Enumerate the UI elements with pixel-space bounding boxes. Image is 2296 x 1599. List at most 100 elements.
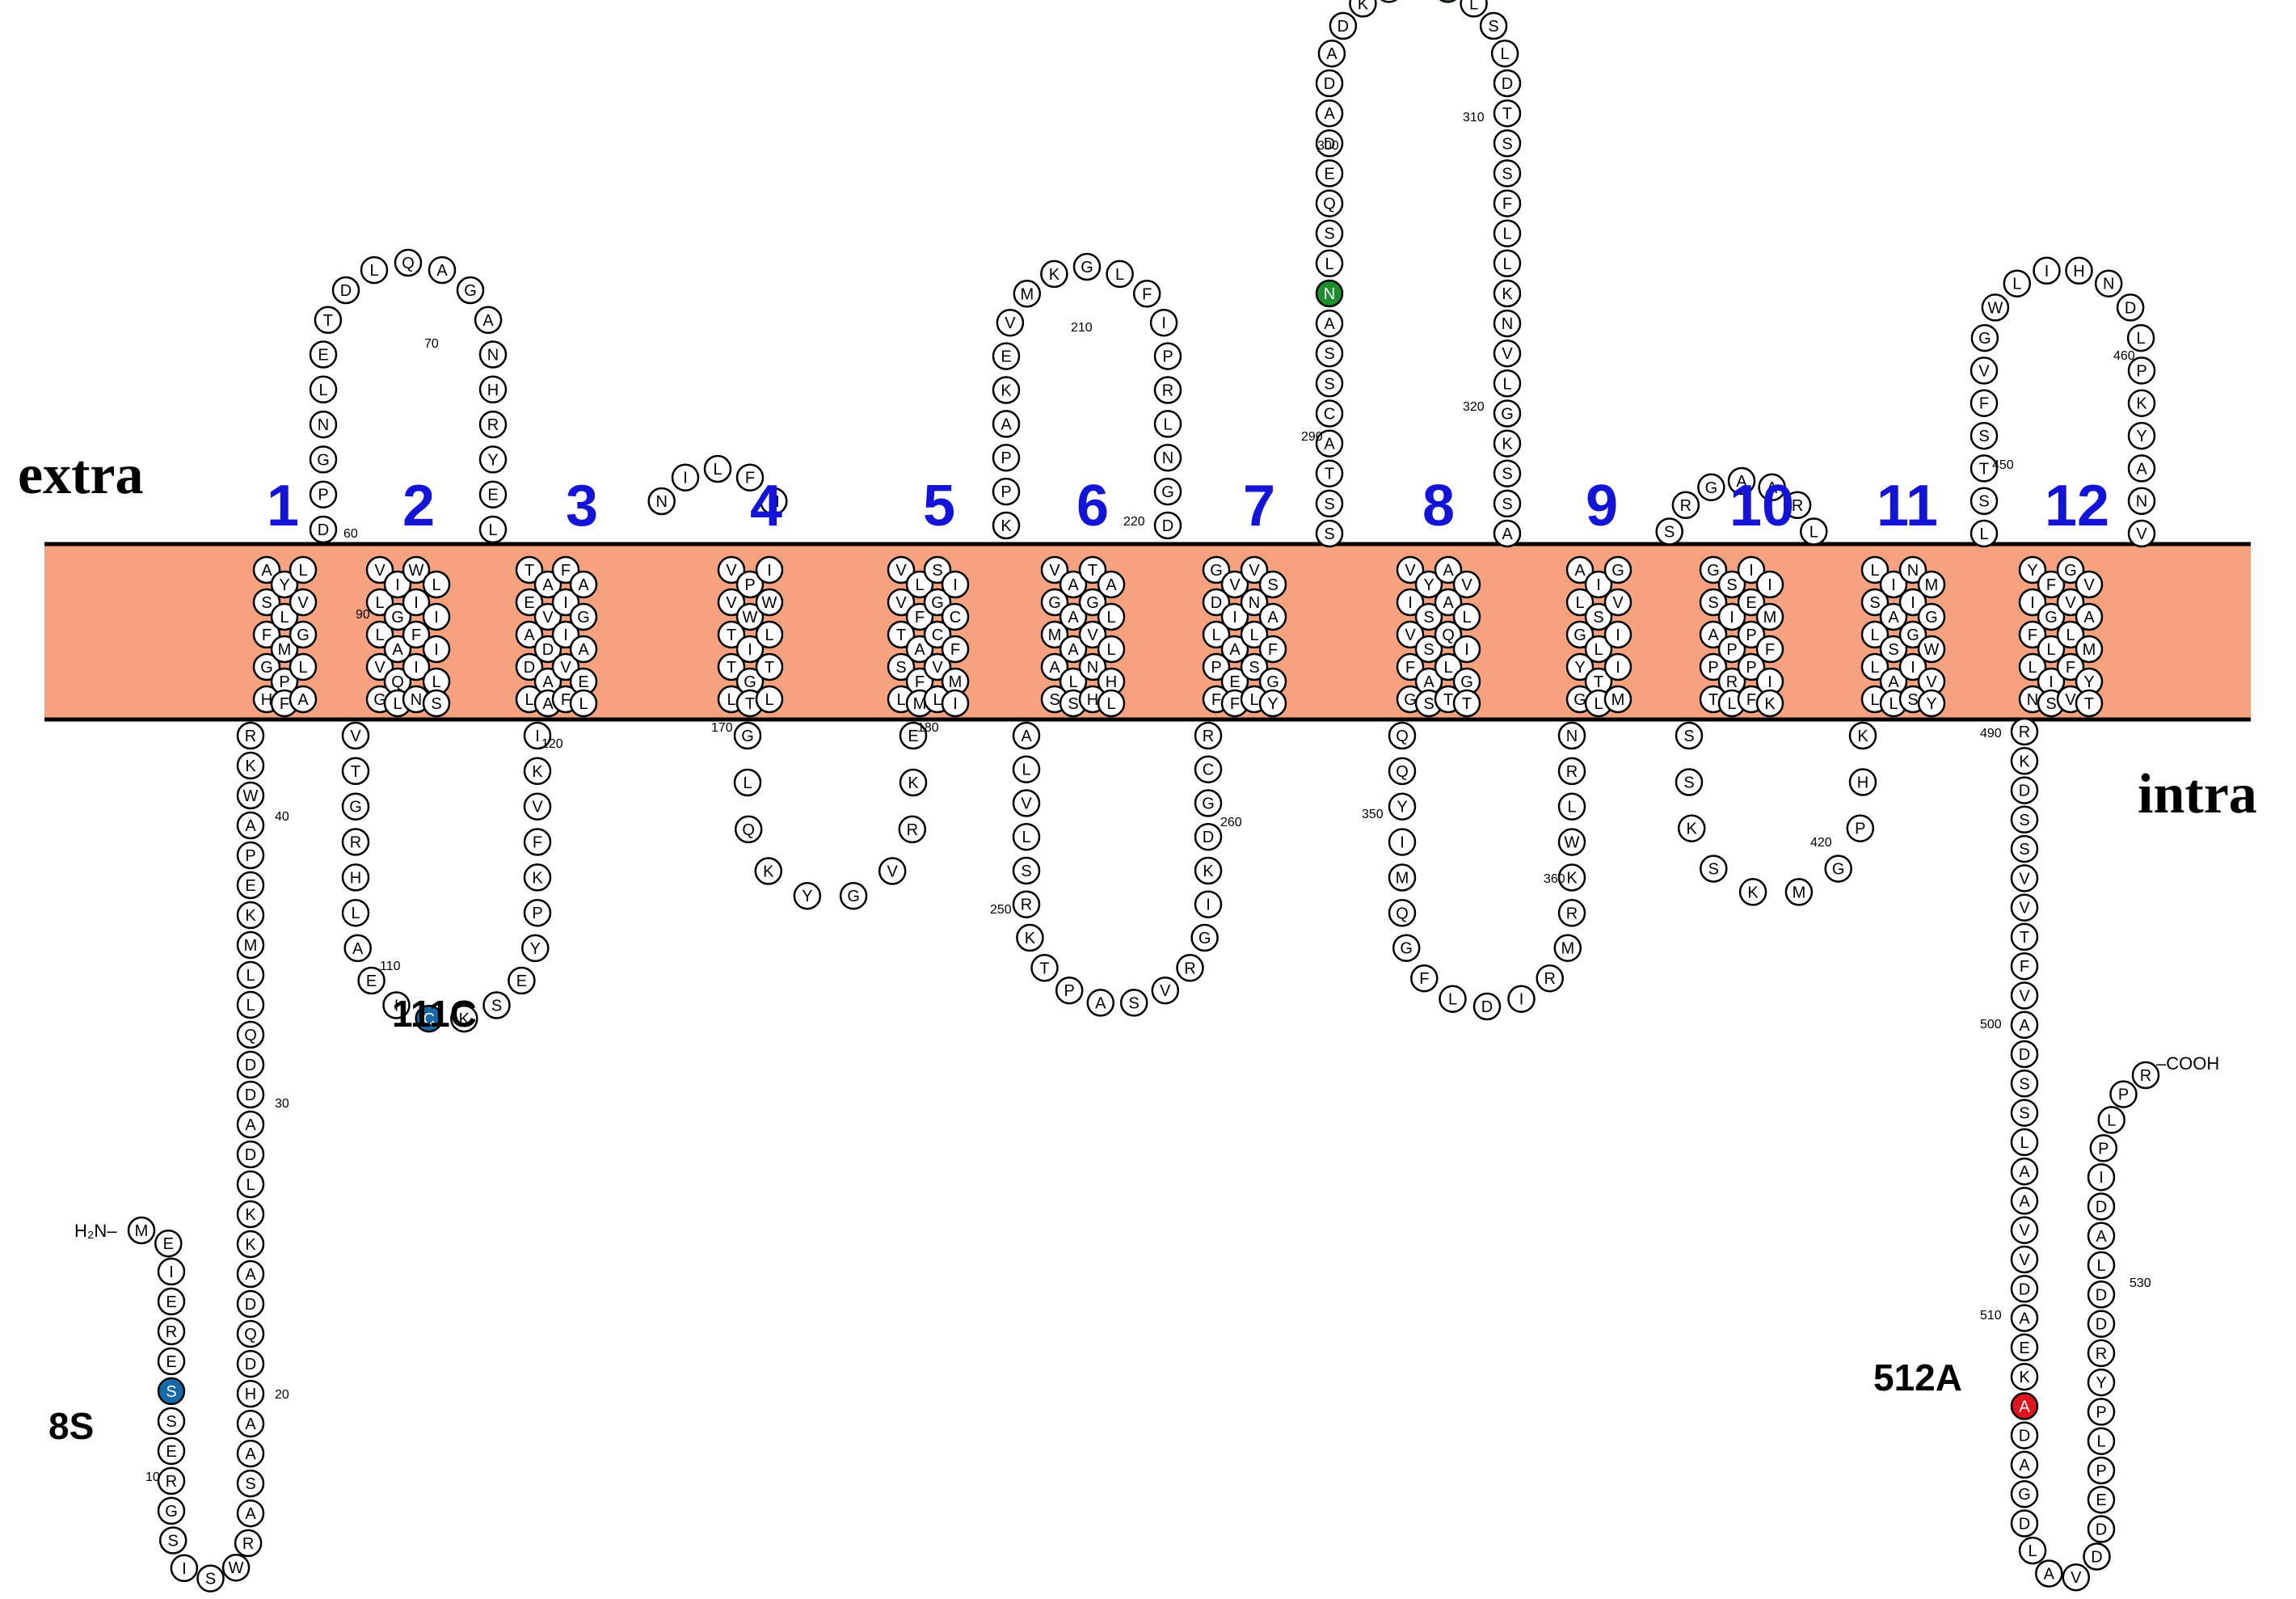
residue-ecl6-13: L [2137,330,2146,348]
tm11-residue-0-2-circle [1860,620,1889,649]
residue-ecl3-2-circle [992,443,1021,472]
residue-ecl2-4-circle [760,487,788,516]
tm8-residue-0-1: I [1408,594,1413,612]
tm3-residue-0-1-circle [515,588,544,617]
residue-icl3-11-circle [1151,976,1180,1005]
residue-ecl6-13-circle [2126,323,2155,352]
tm3-residue-2-3: V [560,659,571,677]
tm2-residue-0-4: G [373,691,386,709]
tm5-residue-2-1: G [931,594,944,612]
residue-ecl4-10-circle [1315,219,1344,247]
residue-ecl5-5: R [1792,497,1803,515]
residue-ecl4-10: S [1324,226,1334,243]
helix-number-5: 5 [923,474,955,538]
residue-c_term-32-circle [2087,1515,2116,1543]
tm2-residue-3-2: I [434,641,439,659]
residue-ecl3-15-circle [1153,410,1182,438]
residue-icl1-14-circle [523,898,552,927]
residue-icl1-2: G [349,799,362,816]
tm12-residue-1-1: G [2045,609,2058,627]
residue-icl2-4: Y [802,888,812,905]
residue-icl3-11: V [1160,982,1171,1000]
residue-n_term-1-circle [154,1229,183,1258]
tm1-residue-2-1-circle [289,588,318,617]
tm1-residue-2-2: G [297,627,310,644]
tm10-residue-2-2: P [1746,627,1756,644]
residue-icl3-3: L [1022,829,1030,846]
tm4-residue-1-1-circle [735,602,765,631]
residue-c_term-22: K [2019,1369,2030,1386]
residue-icl3-18-circle [1194,755,1223,783]
residue-icl1-1-circle [341,757,370,786]
tm12-residue-0-4: N [2027,691,2038,709]
residue-ecl4-13-circle [1315,129,1344,158]
residue-c_term-47: P [2118,1086,2129,1104]
tm6-residue-3-4: L [1106,695,1115,713]
tm1-residue-2-0-circle [289,555,318,584]
residue-icl1-10-circle [450,1004,478,1033]
tm8-residue-2-0: A [1443,562,1454,580]
tm6-residue-3-0-circle [1097,570,1126,599]
tm8-residue-0-4: G [1404,691,1417,709]
residue-n_term-3-circle [157,1287,186,1316]
residue-ecl4-40: A [1502,525,1513,543]
residue-c_term-40: D [2096,1286,2107,1304]
residue-ecl4-34-circle [1493,339,1522,368]
tm7-residue-2-4: L [1249,691,1258,709]
tm12-residue-0-3-circle [2018,652,2047,681]
residue-c_term-4-circle [2010,834,2039,863]
residue-c_term-37: Y [2096,1374,2106,1392]
residue-ecl3-0-circle [992,511,1021,540]
residue-n_term-33: L [246,997,255,1015]
tm8-residue-3-2: I [1464,641,1469,659]
residue-n_term-37-circle [236,871,265,900]
residue-n_term-20-circle [236,1379,265,1408]
residue-ecl4-8-circle [1315,279,1344,308]
tm7-residue-0-2-circle [1202,620,1231,649]
tm7-residue-1-0-circle [1220,570,1249,599]
tm3-residue-0-3-circle [515,652,544,681]
residue-ecl6-2-circle [1970,454,1999,483]
tm7-residue-2-0: V [1249,562,1260,580]
tm2-residue-0-0: V [374,562,385,580]
residue-icl1-12: E [516,972,527,990]
position-number-510: 510 [1980,1309,2002,1323]
residue-n_term-13: S [205,1571,216,1588]
tm4-residue-1-4: T [745,695,755,713]
tm11-residue-3-0-circle [1917,570,1946,599]
tm9-residue-2-1-circle [1603,588,1632,617]
residue-c_term-44-circle [2087,1162,2116,1192]
tm11-residue-0-0: L [1870,562,1879,580]
tm7-residue-3-3: G [1266,673,1279,691]
tm10-residue-2-0: I [1749,562,1754,580]
residue-ecl6-17: A [2136,460,2147,478]
residue-ecl1-3-circle [309,410,338,439]
residue-ecl4-23-circle [1479,11,1508,40]
residue-icl4-8: L [1448,991,1457,1009]
residue-n_term-36-circle [236,901,265,930]
tm1-residue-0-2: F [262,627,272,644]
residue-c_term-18: V [2019,1251,2030,1269]
position-number-500: 500 [1980,1018,2002,1032]
tm10-residue-0-2: A [1708,627,1719,644]
residue-n_term-23-circle [236,1289,265,1318]
residue-c_term-41: L [2096,1257,2105,1275]
residue-icl2-7: R [907,821,918,839]
residue-ecl1-13: N [487,347,499,365]
residue-ecl6-1-circle [1970,487,1999,515]
residue-icl4-16: L [1567,799,1576,816]
residue-ecl6-11-circle [2094,269,2123,297]
tm12-residue-3-4-circle [2075,689,2104,718]
residue-ecl1-15-circle [478,410,508,439]
tm5-residue-3-2-circle [941,635,970,664]
residue-icl2-0-circle [733,721,762,750]
residue-ecl2-0-circle [647,487,676,516]
residue-ecl4-33-circle [1493,309,1522,338]
tm8-residue-1-4: S [1423,695,1434,713]
tm2-residue-3-4: S [431,695,441,713]
tm12-residue-3-2-circle [2075,635,2104,664]
tm11-residue-1-2: S [1888,641,1898,659]
residue-n_term-4: R [166,1323,177,1341]
helix-number-3: 3 [566,474,598,538]
